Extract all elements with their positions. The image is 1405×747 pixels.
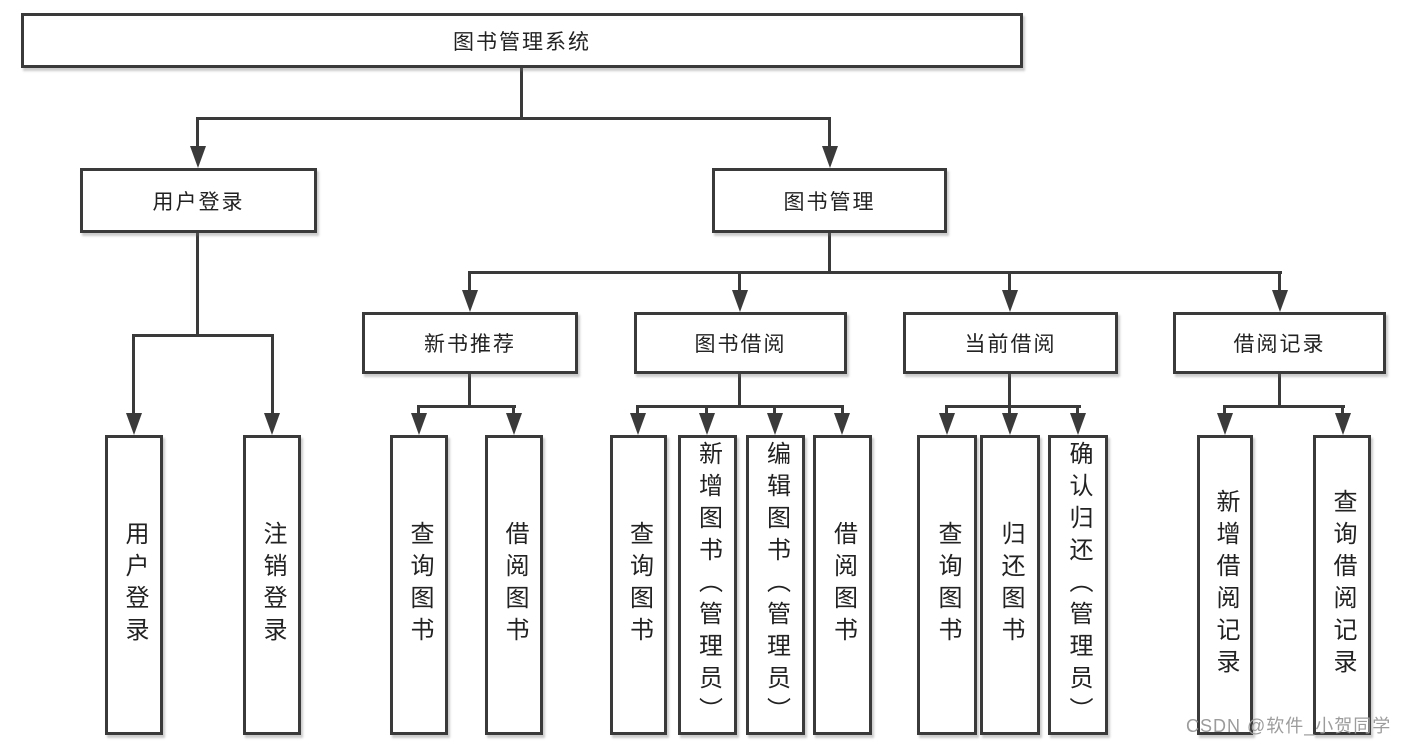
- node-label: 借阅记录: [1233, 333, 1326, 356]
- connector-line: [1341, 405, 1344, 417]
- arrowhead-down-icon: [939, 413, 955, 435]
- leaf-label: 用户登录: [121, 521, 148, 649]
- node-label: 用户登录: [152, 190, 245, 214]
- leaf-label: 注销登录: [259, 521, 286, 649]
- leaf-current-confirm-return-admin: 确认归还（管理员）: [1048, 435, 1108, 735]
- leaf-borrowing-query-books: 查询图书: [610, 435, 667, 735]
- leaf-current-query-books: 查询图书: [917, 435, 977, 735]
- connector-line: [945, 405, 1081, 408]
- leaf-current-return-books: 归还图书: [980, 435, 1040, 735]
- leaf-label: 查询图书: [625, 521, 653, 649]
- node-new-book-recommend: 新书推荐: [362, 312, 578, 374]
- leaf-user-login: 用户登录: [105, 435, 163, 735]
- leaf-records-add-record: 新增借阅记录: [1197, 435, 1253, 735]
- leaf-borrowing-add-books-admin: 新增图书（管理员）: [678, 435, 737, 735]
- connector-line: [468, 271, 471, 292]
- node-user-login: 用户登录: [80, 168, 317, 233]
- node-label: 图书管理: [783, 190, 876, 214]
- arrowhead-down-icon: [767, 413, 783, 435]
- connector-line: [738, 372, 741, 408]
- arrowhead-down-icon: [732, 290, 748, 312]
- arrowhead-down-icon: [506, 413, 522, 435]
- leaf-label: 新增借阅记录: [1212, 489, 1239, 681]
- node-label: 图书管理系统: [453, 30, 591, 54]
- connector-line: [196, 231, 199, 337]
- connector-line: [468, 271, 1282, 274]
- arrowhead-down-icon: [1002, 413, 1018, 435]
- connector-line: [636, 405, 639, 417]
- connector-line: [1223, 405, 1226, 417]
- arrowhead-down-icon: [1002, 290, 1018, 312]
- leaf-label: 确认归还（管理员）: [1065, 441, 1092, 729]
- arrowhead-down-icon: [264, 413, 280, 435]
- connector-line: [828, 117, 831, 149]
- connector-line: [196, 117, 831, 120]
- leaf-records-query-record: 查询借阅记录: [1313, 435, 1371, 735]
- connector-line: [1278, 372, 1281, 408]
- connector-line: [1223, 405, 1345, 408]
- node-root-system: 图书管理系统: [21, 13, 1023, 68]
- arrowhead-down-icon: [462, 290, 478, 312]
- leaf-label: 查询图书: [406, 521, 433, 649]
- connector-line: [1008, 372, 1011, 408]
- connector-line: [520, 66, 523, 120]
- connector-line: [1278, 271, 1281, 292]
- arrowhead-down-icon: [822, 146, 838, 168]
- arrowhead-down-icon: [630, 413, 646, 435]
- node-book-borrowing: 图书借阅: [634, 312, 847, 374]
- arrowhead-down-icon: [1070, 413, 1086, 435]
- leaf-recommend-query-books: 查询图书: [390, 435, 448, 735]
- leaf-label: 查询借阅记录: [1329, 489, 1356, 681]
- arrowhead-down-icon: [1335, 413, 1351, 435]
- connector-line: [132, 334, 274, 337]
- connector-line: [271, 334, 274, 416]
- leaf-label: 新增图书（管理员）: [694, 441, 722, 729]
- leaf-label: 借阅图书: [501, 521, 528, 649]
- connector-line: [738, 271, 741, 292]
- arrowhead-down-icon: [411, 413, 427, 435]
- connector-line: [841, 405, 844, 417]
- csdn-watermark: CSDN @软件_小贺同学: [1186, 716, 1392, 736]
- node-label: 新书推荐: [424, 333, 516, 356]
- connector-line: [1008, 271, 1011, 292]
- connector-line: [1076, 405, 1079, 417]
- arrowhead-down-icon: [1217, 413, 1233, 435]
- node-borrowing-records: 借阅记录: [1173, 312, 1386, 374]
- connector-line: [773, 405, 776, 417]
- connector-line: [828, 231, 831, 274]
- leaf-borrowing-edit-books-admin: 编辑图书（管理员）: [746, 435, 805, 735]
- arrowhead-down-icon: [1272, 290, 1288, 312]
- connector-line: [132, 334, 135, 416]
- node-book-management: 图书管理: [712, 168, 947, 233]
- node-label: 当前借阅: [964, 333, 1057, 356]
- connector-line: [417, 405, 420, 417]
- connector-line: [705, 405, 708, 417]
- arrowhead-down-icon: [126, 413, 142, 435]
- connector-line: [417, 405, 516, 408]
- leaf-recommend-borrow-books: 借阅图书: [485, 435, 543, 735]
- leaf-borrowing-borrow-books: 借阅图书: [813, 435, 872, 735]
- connector-line: [945, 405, 948, 417]
- arrowhead-down-icon: [834, 413, 850, 435]
- connector-line: [1008, 405, 1011, 417]
- leaf-label: 编辑图书（管理员）: [762, 441, 790, 729]
- connector-line: [196, 117, 199, 149]
- arrowhead-down-icon: [699, 413, 715, 435]
- connector-line: [468, 372, 471, 408]
- leaf-label: 借阅图书: [829, 521, 857, 649]
- leaf-logout: 注销登录: [243, 435, 301, 735]
- leaf-label: 查询图书: [934, 521, 961, 649]
- node-label: 图书借阅: [694, 333, 787, 356]
- node-current-borrowing: 当前借阅: [903, 312, 1118, 374]
- connector-line: [512, 405, 515, 417]
- leaf-label: 归还图书: [997, 521, 1024, 649]
- connector-line: [636, 405, 844, 408]
- arrowhead-down-icon: [190, 146, 206, 168]
